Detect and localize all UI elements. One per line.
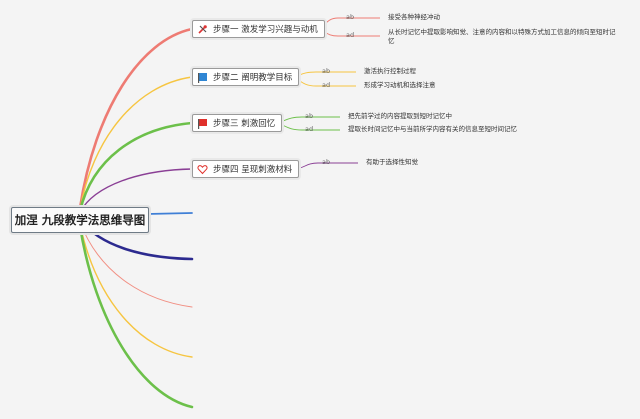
topic-step-2[interactable]: 步骤二 阐明教学目标	[192, 68, 300, 86]
branch-line-9	[78, 224, 194, 409]
flag-red-icon	[197, 118, 208, 129]
sub-note[interactable]: 把先前学过的内容提取到短时记忆中	[348, 112, 452, 120]
sub-tag: ab	[305, 112, 314, 120]
sub-note[interactable]: 激活执行控制过程	[364, 67, 416, 75]
topic-label: 步骤三 刺激回忆	[213, 119, 276, 129]
sub-tag: ad	[322, 81, 331, 89]
sub-tag: ad	[305, 125, 314, 133]
sub-note[interactable]: 提取长时间记忆中与当前所学内容有关的信息至短时间记忆	[348, 125, 517, 133]
topic-step-1[interactable]: 步骤一 激发学习兴趣与动机	[192, 20, 325, 38]
sub-note[interactable]: 形成学习动机和选择注意	[364, 81, 436, 89]
sub-note[interactable]: 有助于选择性知觉	[366, 158, 418, 166]
branch-line-3	[78, 121, 194, 213]
branch-line-5	[146, 212, 193, 215]
topic-step-4[interactable]: 步骤四 呈现刺激材料	[192, 160, 300, 178]
sub-tag: ab	[346, 13, 355, 21]
topic-label: 步骤二 阐明教学目标	[213, 73, 293, 83]
topic-label: 步骤四 呈现刺激材料	[213, 165, 293, 175]
branch-line-7	[79, 221, 193, 308]
sub-tag: ab	[322, 67, 331, 75]
branch-line-4	[79, 168, 193, 213]
sub-note[interactable]: 从长时记忆中提取影响知觉、注意的内容和以特殊方式加工信息的倾向至短时记忆	[388, 28, 616, 45]
topic-label: 步骤一 激发学习兴趣与动机	[213, 25, 318, 35]
central-topic-label: 加涅 九段教学法思维导图	[14, 213, 146, 227]
flag-blue-icon	[197, 72, 208, 83]
sub-tag: ad	[346, 31, 355, 39]
sub-note[interactable]: 接受各种神经冲动	[388, 13, 440, 21]
heart-icon	[197, 164, 208, 175]
tools-icon	[197, 24, 208, 35]
branch-line-1	[78, 27, 194, 210]
sub-tag: ab	[322, 158, 331, 166]
branch-line-8	[79, 223, 193, 358]
topic-step-3[interactable]: 步骤三 刺激回忆	[192, 114, 283, 132]
branch-line-2	[79, 76, 193, 211]
central-topic[interactable]: 加涅 九段教学法思维导图	[11, 207, 149, 233]
